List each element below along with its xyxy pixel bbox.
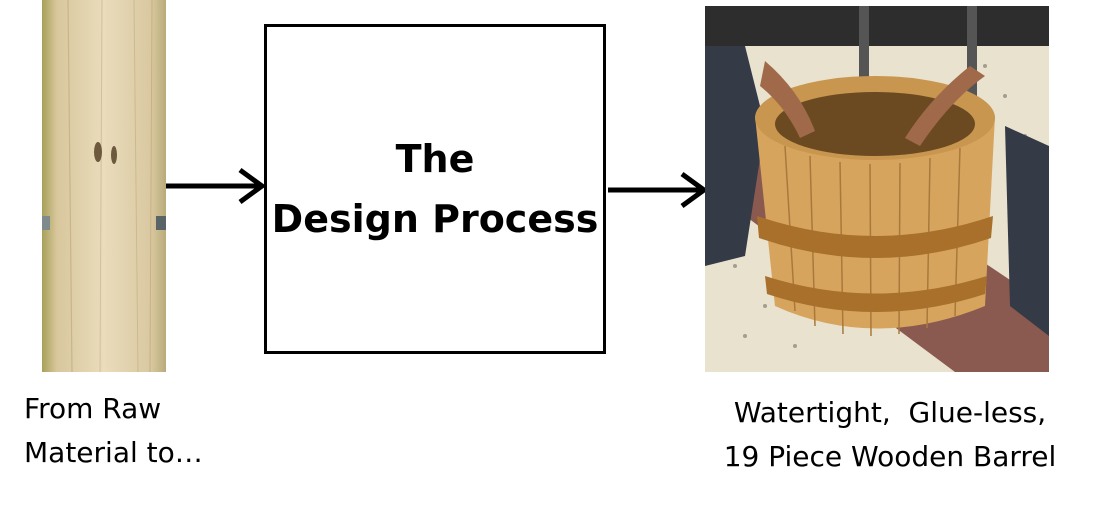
process-box-title-line2: Design Process xyxy=(272,189,599,249)
caption-left-line1: From Raw xyxy=(24,387,274,431)
caption-left-line2: Material to… xyxy=(24,431,274,475)
process-box-title-line1: The xyxy=(396,129,475,189)
wood-plank-image xyxy=(42,0,166,372)
arrow-to-process xyxy=(166,168,266,204)
wooden-barrel-image xyxy=(705,6,1049,372)
arrow-to-barrel xyxy=(608,172,708,208)
caption-right-line1: Watertight, Glue-less, xyxy=(690,391,1090,435)
caption-right-line2: 19 Piece Wooden Barrel xyxy=(690,435,1090,479)
caption-raw-material: From Raw Material to… xyxy=(24,387,274,475)
caption-wooden-barrel: Watertight, Glue-less, 19 Piece Wooden B… xyxy=(690,391,1090,479)
design-process-box: The Design Process xyxy=(264,24,606,354)
